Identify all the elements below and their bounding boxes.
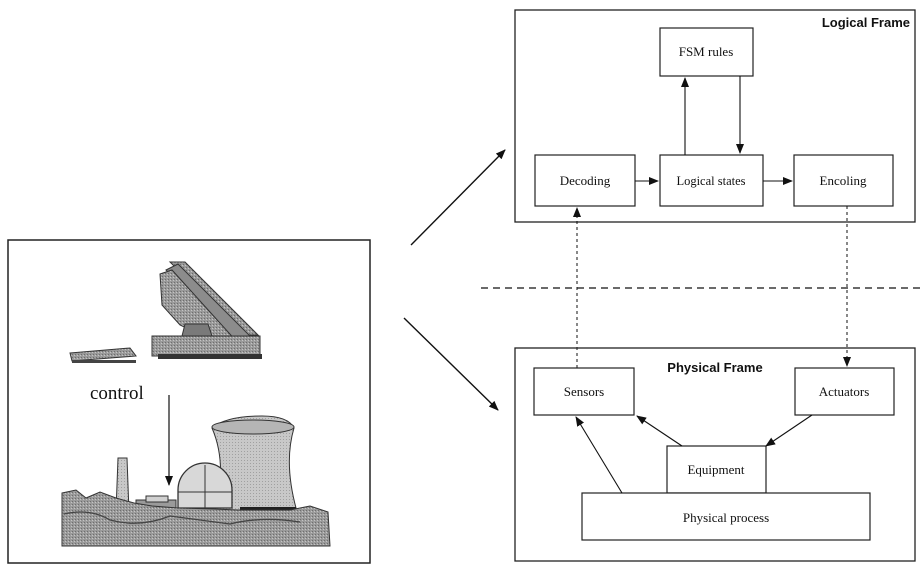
computer-icon [151,261,262,359]
sensors-box: Sensors [533,367,635,416]
svg-text:Logical states: Logical states [676,174,745,188]
svg-text:FSM rules: FSM rules [679,44,734,59]
fsm-rules-box: FSM rules [659,27,754,77]
decoding-box: Decoding [534,154,636,207]
logical-frame: Logical Frame FSM rules Decoding Logical… [514,9,916,223]
control-label: control [90,383,144,404]
arrow-process-to-sensors [575,416,623,494]
reactor-dome-icon [177,462,233,509]
physical-frame: Physical Frame Sensors Actuators Equipme… [514,347,916,562]
logical-states-box: Logical states [659,154,764,207]
svg-text:Encoling: Encoling [820,173,867,188]
physical-frame-box [514,347,916,562]
illustration-panel: control [7,239,371,564]
keyboard-icon [69,347,137,363]
arrow-to-logical-frame [410,149,506,246]
svg-text:Equipment: Equipment [687,462,744,477]
svg-text:Actuators: Actuators [819,384,870,399]
svg-text:Physical process: Physical process [683,510,769,525]
svg-text:Decoding: Decoding [560,173,611,188]
encoling-box: Encoling [793,154,894,207]
arrow-equipment-to-sensors [636,415,683,447]
equipment-box: Equipment [666,445,767,494]
logical-frame-title: Logical Frame [822,15,910,30]
logical-frame-box [514,9,916,223]
terrain-icon [61,489,331,547]
physical-process-box: Physical process [581,492,871,541]
svg-text:Sensors: Sensors [564,384,604,399]
arrow-actuators-to-equipment [765,414,813,447]
physical-frame-title: Physical Frame [667,360,762,375]
actuators-box: Actuators [794,367,895,416]
arrow-to-physical-frame [403,317,499,411]
